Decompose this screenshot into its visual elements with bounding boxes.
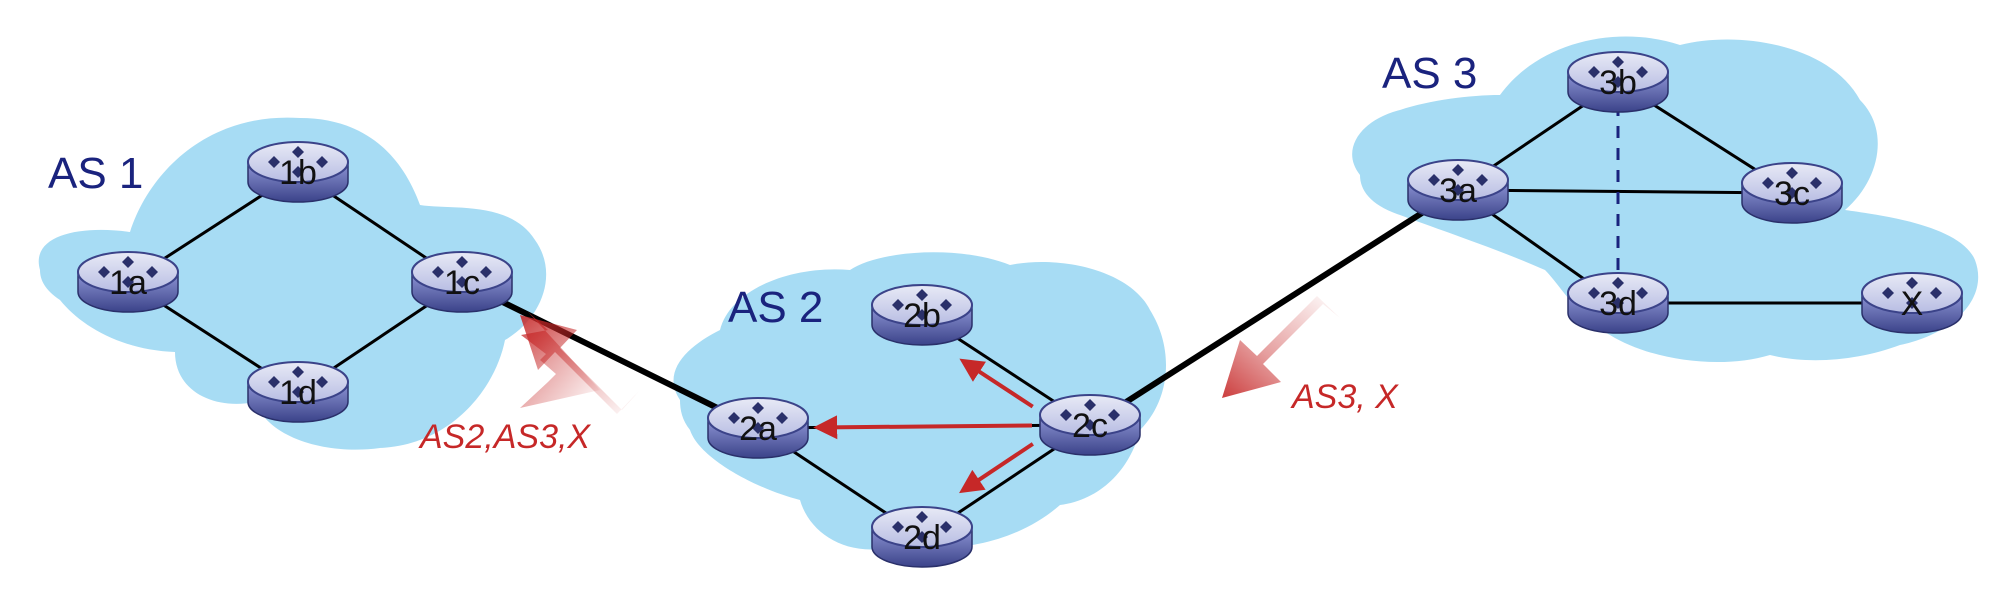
as1-label: AS 1 (48, 149, 143, 198)
internal-propagation-arrows (813, 358, 1034, 494)
as2-label: AS 2 (728, 283, 823, 332)
router-icon (1882, 277, 1942, 309)
advertisement-arrow-to-as2 (1222, 296, 1340, 398)
router-1b[interactable]: 1b (247, 141, 349, 203)
router-label-1a: 1a (109, 264, 147, 302)
advertisement-label-as1: AS2,AS3,X (418, 418, 591, 456)
router-icon (1588, 277, 1648, 309)
as3-label: AS 3 (1382, 49, 1477, 98)
inter-as-link-2c-3a (1088, 187, 1460, 428)
router-1c[interactable]: 1c (411, 251, 513, 313)
inter-as-link-1c-2a (460, 279, 760, 431)
link-3a-3c (1457, 188, 1793, 195)
router-icon (1428, 164, 1488, 196)
router-2c[interactable]: 2c (1039, 394, 1141, 456)
router-label-1c: 1c (444, 264, 480, 302)
router-icon (98, 256, 158, 288)
router-label-2d: 2d (903, 519, 941, 557)
router-icon (268, 146, 328, 178)
as2-cloud (673, 252, 1167, 550)
router-1a[interactable]: 1a (77, 251, 179, 313)
propagation-arrow-2c-2a (813, 415, 1033, 440)
router-icon (1762, 167, 1822, 199)
router-x[interactable]: X (1861, 272, 1963, 334)
router-label-3c: 3c (1774, 175, 1810, 213)
router-3c[interactable]: 3c (1741, 162, 1843, 224)
router-icon (1588, 56, 1648, 88)
router-2b[interactable]: 2b (871, 284, 973, 346)
router-3a[interactable]: 3a (1407, 159, 1509, 221)
router-label-2a: 2a (739, 410, 777, 448)
router-label-2b: 2b (903, 297, 941, 335)
router-label-1d: 1d (279, 374, 317, 412)
router-label-3a: 3a (1439, 172, 1477, 210)
router-3d[interactable]: 3d (1567, 272, 1669, 334)
propagation-arrow-2c-2b (959, 358, 1034, 409)
router-icon (892, 289, 952, 321)
router-1d[interactable]: 1d (247, 361, 349, 423)
router-2d[interactable]: 2d (871, 506, 973, 568)
as1-cloud (38, 117, 547, 450)
router-label-x: X (1901, 285, 1924, 323)
router-icon (268, 366, 328, 398)
router-icon (1060, 399, 1120, 431)
router-label-1b: 1b (279, 154, 317, 192)
router-label-3d: 3d (1599, 285, 1637, 323)
router-icon (728, 402, 788, 434)
router-label-2c: 2c (1072, 407, 1108, 445)
routers: 1a 1b 1c 1d 2a 2b 2c 2d 3a 3b 3c 3d X (77, 51, 1963, 568)
router-label-3b: 3b (1599, 64, 1637, 102)
propagation-arrow-2c-2d (959, 442, 1034, 494)
router-2a[interactable]: 2a (707, 397, 809, 459)
router-3b[interactable]: 3b (1567, 51, 1669, 113)
advertisement-label-as2: AS3, X (1290, 378, 1399, 416)
as3-cloud (1352, 36, 1979, 363)
advertisement-arrow-to-as1 (520, 315, 640, 414)
router-icon (892, 511, 952, 543)
router-icon (432, 256, 492, 288)
